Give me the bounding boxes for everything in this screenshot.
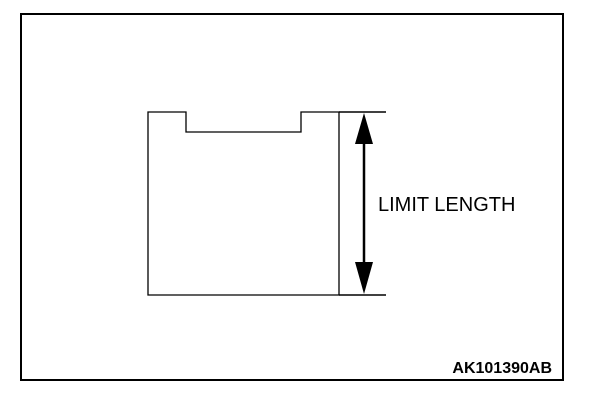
arrowhead-up <box>355 113 373 144</box>
figure-code: AK101390AB <box>452 360 552 377</box>
figure-border <box>20 13 564 381</box>
part-outline <box>147 111 340 296</box>
dimension-label: LIMIT LENGTH <box>378 194 515 216</box>
arrowhead-down <box>355 262 373 294</box>
